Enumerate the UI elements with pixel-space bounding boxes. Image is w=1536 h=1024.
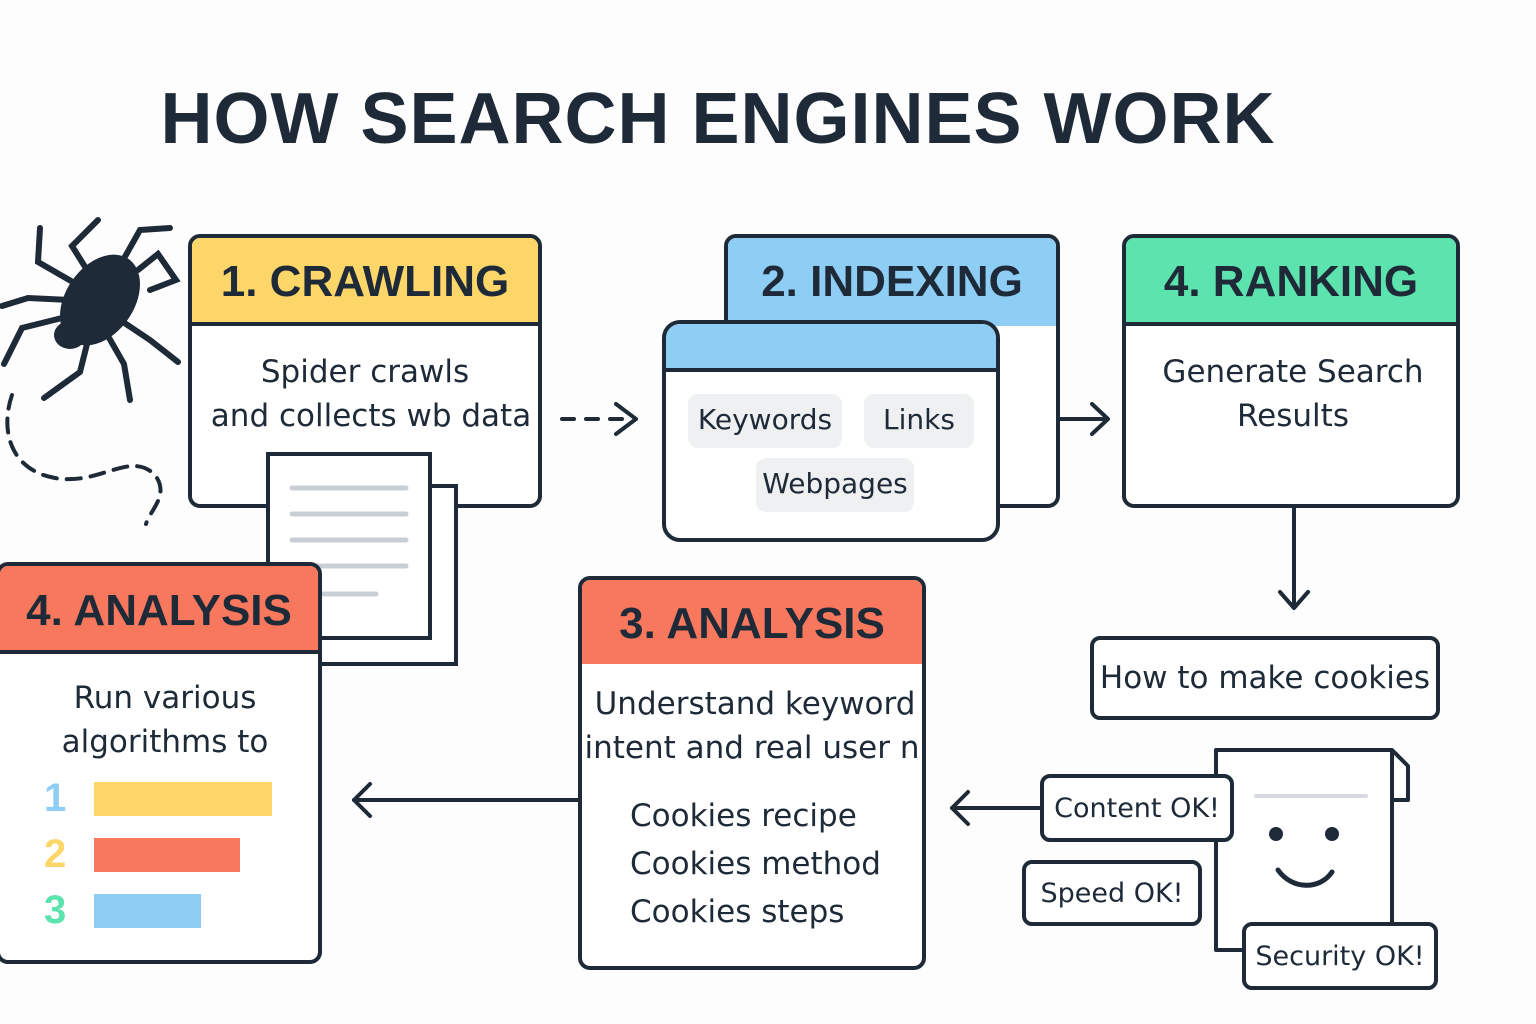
rank-number-3: 3 — [44, 888, 67, 932]
result-item-2: Cookies method — [630, 846, 881, 882]
arrow-rank-to-query — [1278, 506, 1310, 610]
document-front-icon — [266, 452, 458, 666]
ranking-line2: Results — [1237, 398, 1349, 434]
ranking-line1: Generate Search — [1162, 354, 1424, 390]
rank-bar-2 — [94, 838, 240, 872]
analysis-mid-card: 3. ANALYSIS — [578, 576, 926, 970]
arrow-index-to-rank — [1058, 402, 1110, 436]
smiling-page-icon — [1214, 748, 1410, 952]
arrow-checks-to-analysis — [950, 790, 1042, 826]
chip-keywords: Keywords — [688, 394, 842, 448]
speed-check-bubble: Speed OK! — [1022, 860, 1202, 926]
crawling-line1: Spider crawls — [260, 354, 470, 390]
search-query-box[interactable]: How to make cookies — [1090, 636, 1440, 720]
result-item-3: Cookies steps — [630, 894, 845, 930]
indexing-heading: 2. INDEXING — [728, 238, 1056, 326]
indexing-window-bar — [666, 324, 996, 372]
ranking-card: 4. RANKING — [1122, 234, 1460, 508]
crawling-heading: 1. CRAWLING — [192, 238, 538, 326]
rank-bar-3 — [94, 894, 201, 928]
security-check-bubble: Security OK! — [1242, 922, 1438, 990]
analysis-left-line2: algorithms to — [61, 724, 269, 760]
analysis-mid-line2: intent and real user n — [584, 730, 920, 766]
spider-icon — [0, 217, 181, 526]
analysis-left-heading: 4. ANALYSIS — [0, 566, 318, 654]
analysis-left-line1: Run various — [73, 680, 257, 716]
arrow-analysis-to-ranks — [352, 782, 580, 818]
page-title: HOW SEARCH ENGINES WORK — [160, 79, 1276, 159]
chip-links: Links — [864, 394, 974, 448]
analysis-mid-heading: 3. ANALYSIS — [582, 580, 922, 664]
arrow-crawl-to-index — [560, 402, 638, 436]
chip-webpages: Webpages — [756, 458, 914, 512]
rank-number-2: 2 — [44, 832, 67, 876]
ranking-heading: 4. RANKING — [1126, 238, 1456, 326]
crawling-line2: and collects wb data — [210, 398, 532, 434]
content-check-bubble: Content OK! — [1040, 774, 1234, 842]
result-item-1: Cookies recipe — [630, 798, 857, 834]
rank-bar-1 — [94, 782, 272, 816]
analysis-mid-line1: Understand keyword — [594, 686, 916, 722]
rank-number-1: 1 — [44, 776, 67, 820]
